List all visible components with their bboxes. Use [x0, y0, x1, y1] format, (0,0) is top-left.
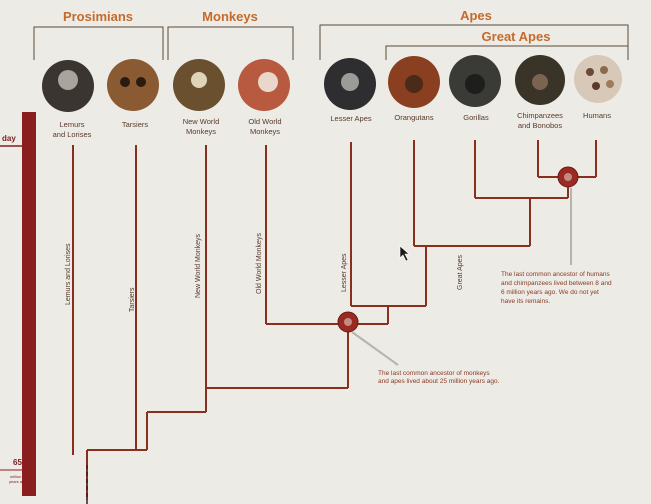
apes-bracket	[319, 24, 629, 60]
taxon-label-lemurs-1: Lemurs	[59, 120, 84, 129]
branch-label-lemurs: Lemurs and Lorises	[65, 243, 72, 305]
timescale-sublabel-1: million	[10, 474, 21, 479]
taxon-label-humans: Humans	[583, 111, 611, 120]
taxon-label-new-world-1: New World	[183, 117, 220, 126]
timescale-bar	[22, 112, 36, 496]
taxon-lemurs: Lemurs and Lorises	[42, 60, 94, 139]
taxon-label-lesser-apes: Lesser Apes	[330, 114, 372, 123]
prosimians-bracket	[33, 26, 164, 60]
taxon-label-new-world-2: Monkeys	[186, 127, 216, 136]
branch-label-tarsiers: Tarsiers	[129, 287, 136, 312]
taxon-old-world-monkeys: Old World Monkeys	[238, 59, 290, 136]
taxon-tarsiers: Tarsiers	[107, 59, 159, 129]
taxon-label-chimpanzees-1: Chimpanzees	[517, 111, 563, 120]
monkeys-bracket	[167, 26, 294, 60]
taxon-new-world-monkeys: New World Monkeys	[173, 59, 225, 136]
taxon-label-old-world-1: Old World	[248, 117, 281, 126]
annotation-monkeys-apes-line-2: and apes lived about 25 million years ag…	[378, 378, 500, 385]
monkeys-apes-ancestor-highlight	[344, 318, 352, 326]
taxon-gorillas: Gorillas	[449, 55, 501, 122]
group-title-monkeys: Monkeys	[202, 9, 258, 24]
tarsier-photo	[107, 59, 159, 111]
group-title-great-apes: Great Apes	[482, 29, 551, 44]
lemur-face	[58, 70, 78, 90]
humans-face-2	[600, 66, 608, 74]
taxon-chimpanzees: Chimpanzees and Bonobos	[515, 55, 565, 130]
timescale-top-label: day	[2, 134, 16, 143]
chimpanzee-face	[532, 74, 548, 90]
humans-face-4	[606, 80, 614, 88]
humans-face-1	[586, 68, 594, 76]
humans-face-3	[592, 82, 600, 90]
tarsier-eye-right	[136, 77, 146, 87]
mouse-cursor-icon	[399, 245, 410, 262]
group-brackets	[33, 24, 629, 60]
taxon-label-tarsiers: Tarsiers	[122, 120, 149, 129]
humans-photo	[574, 55, 622, 103]
branch-label-lesser-apes: Lesser Apes	[341, 253, 348, 292]
taxon-lesser-apes: Lesser Apes	[324, 58, 376, 123]
annotation-human-chimp-line-4: have its remains.	[501, 298, 550, 305]
taxon-orangutans: Orangutans	[388, 56, 440, 122]
tarsier-eye-left	[120, 77, 130, 87]
branch-label-new-world: New World Monkeys	[195, 233, 202, 298]
great-apes-bracket	[385, 45, 628, 60]
annotation-monkeys-apes: The last common ancestor of monkeys and …	[378, 370, 500, 385]
annotation-human-chimp-line-3: 6 million years ago. We do not yet	[501, 289, 599, 296]
timescale-bottom-label: 65	[13, 458, 22, 467]
orangutan-face	[405, 75, 423, 93]
old-world-monkey-face	[258, 72, 278, 92]
new-world-monkey-face	[191, 72, 207, 88]
taxon-label-orangutans: Orangutans	[394, 113, 433, 122]
annotation-monkeys-apes-line-1: The last common ancestor of monkeys	[378, 370, 490, 377]
taxon-label-lemurs-2: and Lorises	[53, 130, 92, 139]
pointer-monkeys-apes	[351, 331, 399, 366]
human-chimp-ancestor-highlight	[564, 173, 572, 181]
taxon-label-gorillas: Gorillas	[463, 113, 489, 122]
timescale-sublabel-2: years ago	[9, 479, 27, 484]
annotation-human-chimp-line-2: and chimpanzees lived between 8 and	[501, 280, 612, 287]
taxon-label-chimpanzees-2: and Bonobos	[518, 121, 562, 130]
gorilla-face	[465, 74, 485, 94]
taxon-humans: Humans	[574, 55, 622, 120]
branch-label-old-world: Old World Monkeys	[256, 233, 263, 294]
annotation-human-chimp-line-1: The last common ancestor of humans	[501, 271, 610, 278]
tree-branches	[72, 140, 597, 500]
lesser-ape-face	[341, 73, 359, 91]
group-title-prosimians: Prosimians	[63, 9, 133, 24]
annotation-human-chimp: The last common ancestor of humans and c…	[501, 271, 612, 305]
timescale: day 65 million years ago	[0, 112, 36, 496]
taxon-label-old-world-2: Monkeys	[250, 127, 280, 136]
clade-label-great-apes: Great Apes	[457, 254, 464, 290]
group-title-apes: Apes	[460, 8, 492, 23]
